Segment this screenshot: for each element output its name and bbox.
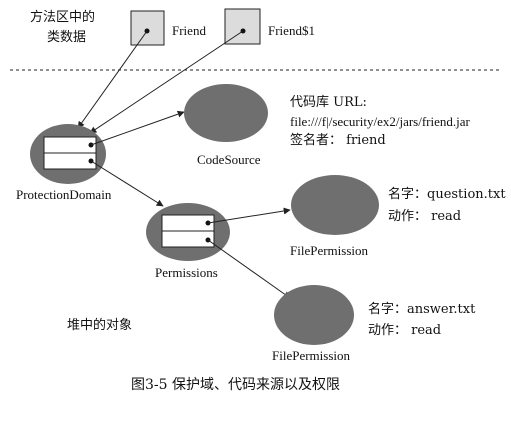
protection-domain-label: ProtectionDomain bbox=[16, 187, 112, 202]
code-source-ellipse bbox=[184, 84, 268, 142]
file-permission-2-action: 动作： read bbox=[368, 323, 441, 338]
heap-label: 堆中的对象 bbox=[67, 317, 132, 333]
class-label-friend: Friend bbox=[172, 23, 206, 38]
file-permission-1-action: 动作： read bbox=[388, 209, 461, 224]
arrow-friend-dollar1-to-domain bbox=[89, 30, 244, 134]
file-permission-2-name: 名字：answer.txt bbox=[368, 301, 476, 317]
class-label-friend-dollar1: Friend$1 bbox=[268, 23, 315, 38]
file-permission-1-name: 名字：question.txt bbox=[388, 186, 506, 202]
arrow-permissions-to-filepermission-1 bbox=[207, 207, 291, 224]
arrow-permissions-to-filepermission-2 bbox=[207, 239, 291, 299]
arrow-domain-to-codesource bbox=[90, 110, 185, 146]
method-area-label-line2: 类数据 bbox=[47, 30, 86, 45]
class-box-friend-dollar1 bbox=[224, 8, 261, 45]
file-permission-2-ellipse bbox=[274, 285, 354, 345]
code-source-url-value: file:///f|/security/ex2/jars/friend.jar bbox=[290, 114, 471, 129]
protection-domain-slot-1 bbox=[43, 136, 97, 154]
file-permission-1-ellipse bbox=[291, 175, 379, 235]
file-permission-1-label: FilePermission bbox=[290, 243, 369, 258]
code-source-signer: 签名者： friend bbox=[290, 132, 386, 148]
file-permission-2-label: FilePermission bbox=[272, 348, 351, 363]
arrow-friend-to-domain bbox=[77, 30, 148, 129]
class-box-friend bbox=[130, 10, 165, 46]
permissions-label: Permissions bbox=[155, 265, 218, 280]
permissions-slot-2 bbox=[161, 230, 215, 248]
figure-caption: 图3-5 保护域、代码来源以及权限 bbox=[131, 377, 340, 393]
code-source-url-label: 代码库 URL: bbox=[290, 94, 367, 110]
code-source-label: CodeSource bbox=[197, 152, 261, 167]
protection-domain-slot-2 bbox=[43, 152, 97, 170]
arrow-domain-to-permissions bbox=[90, 160, 164, 207]
method-area-label-line1: 方法区中的 bbox=[30, 9, 95, 25]
